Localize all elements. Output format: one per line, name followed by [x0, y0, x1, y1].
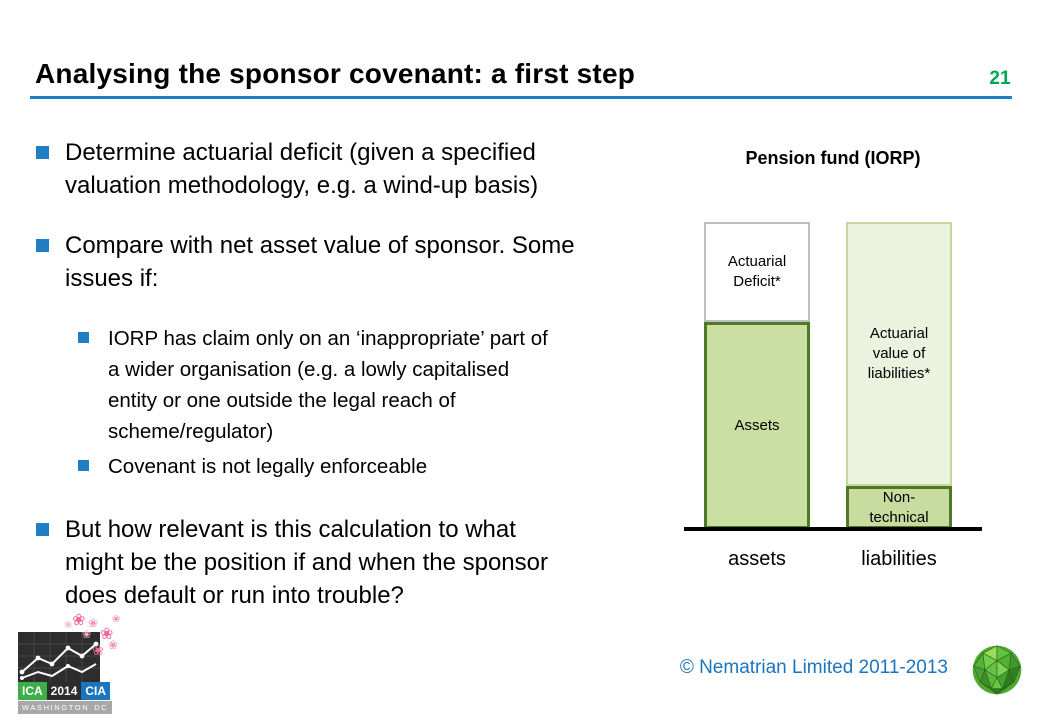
- logo-chart-graphic: [18, 632, 100, 682]
- cherry-blossom-icon: ❀: [92, 642, 104, 658]
- bullet-item: Compare with net asset value of sponsor.…: [36, 229, 646, 295]
- title-underline: [30, 96, 1012, 99]
- ica-2014-logo: ❀ ❀ ❀ ❀ ❀ ❀ ❀ ❀ ICA 2014 CIA WASHINGTON …: [16, 612, 128, 718]
- chart-baseline: [684, 527, 982, 531]
- logo-text-row: ICA 2014 CIA: [18, 682, 111, 700]
- bullet-square-icon: [36, 146, 49, 159]
- bullet-text: Determine actuarial deficit (given a spe…: [65, 139, 539, 199]
- bullet-item: But how relevant is this calculation to …: [36, 513, 646, 612]
- bullet-item: Determine actuarial deficit (given a spe…: [36, 136, 646, 202]
- bullet-square-icon: [36, 523, 49, 536]
- bar-segment: Assets: [704, 322, 810, 529]
- bullet-text: Compare with net asset value of sponsor.…: [65, 232, 575, 292]
- slide-title: Analysing the sponsor covenant: a first …: [35, 58, 636, 89]
- logo-city-label: WASHINGTON: [22, 703, 90, 712]
- cherry-blossom-icon: ❀: [82, 629, 92, 641]
- page-number: 21: [989, 68, 1011, 89]
- copyright-text: © Nematrian Limited 2011-2013: [679, 657, 948, 678]
- logo-cia-label: CIA: [81, 682, 111, 700]
- logo-ica-label: ICA: [18, 682, 47, 700]
- bar-segment: Actuarial Deficit*: [704, 222, 810, 322]
- cherry-blossom-icon: ❀: [108, 638, 119, 652]
- cherry-blossom-icon: ❀: [72, 612, 86, 629]
- pension-fund-chart: Pension fund (IORP) Actuarial Deficit*As…: [684, 140, 982, 610]
- bullet-item: Covenant is not legally enforceable: [78, 451, 648, 482]
- globe-icon: [969, 641, 1025, 704]
- bullet-item: IORP has claim only on an ‘inappropriate…: [78, 323, 648, 447]
- category-label: liabilities: [861, 548, 937, 570]
- chart-title: Pension fund (IORP): [745, 148, 921, 168]
- cherry-blossom-icon: ❀: [64, 620, 73, 631]
- bullet-square-icon: [36, 239, 49, 252]
- cherry-blossom-icon: ❀: [100, 626, 114, 643]
- bullet-square-icon: [78, 460, 89, 471]
- logo-year-label: 2014: [46, 682, 82, 700]
- category-label: assets: [728, 548, 786, 570]
- logo-city-row: WASHINGTON DC: [18, 701, 113, 714]
- bar-segment: Non- technical: [846, 486, 952, 529]
- bullet-text: Covenant is not legally enforceable: [108, 455, 428, 478]
- bar-segment: Actuarial value of liabilities*: [846, 222, 952, 486]
- cherry-blossom-icon: ❀: [112, 614, 121, 625]
- bullet-text: But how relevant is this calculation to …: [65, 516, 548, 609]
- logo-dc-label: DC: [94, 703, 109, 712]
- stacked-bar-assets: Actuarial Deficit*Assets: [704, 222, 810, 529]
- bullet-square-icon: [78, 332, 89, 343]
- bullet-text: IORP has claim only on an ‘inappropriate…: [108, 327, 548, 443]
- cherry-blossom-icon: ❀: [88, 616, 99, 630]
- stacked-bar-liabilities: Actuarial value of liabilities*Non- tech…: [846, 222, 952, 529]
